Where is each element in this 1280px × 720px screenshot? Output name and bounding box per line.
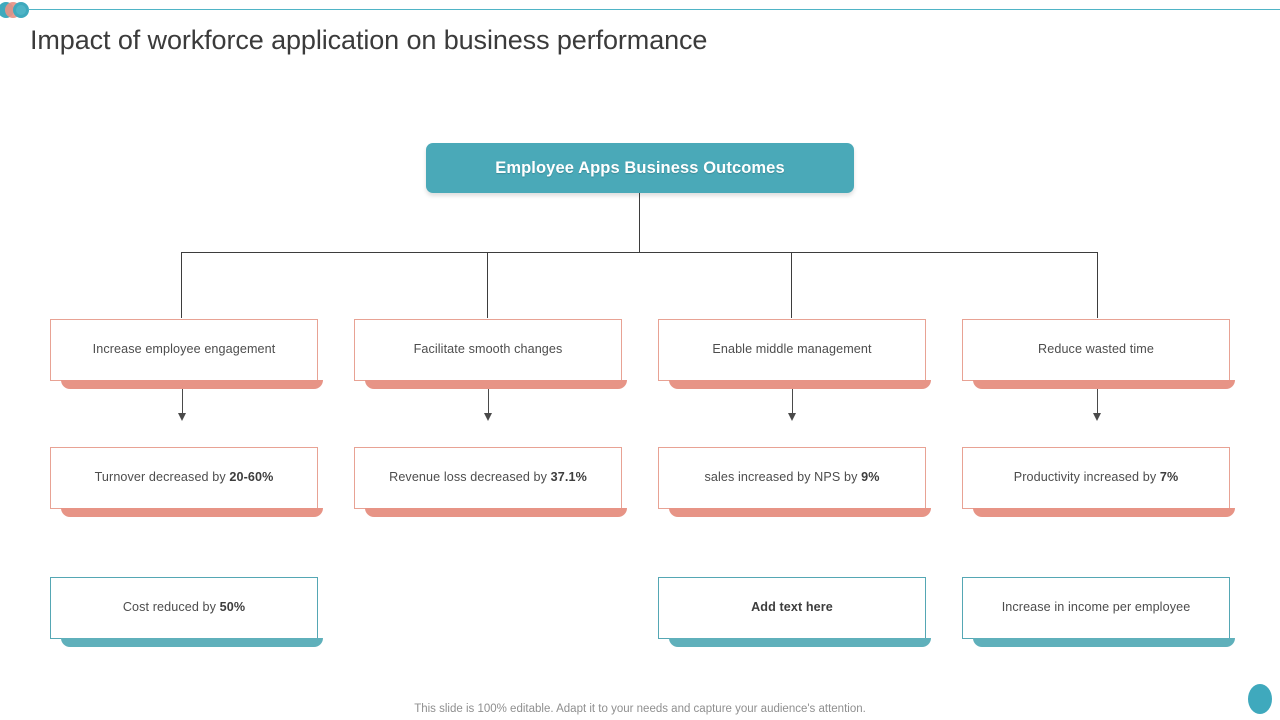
- card-shadow: [669, 638, 931, 647]
- card-shadow: [669, 508, 931, 517]
- driver-card-label: Increase employee engagement: [92, 342, 276, 357]
- driver-card-3[interactable]: Enable middle management: [658, 319, 931, 389]
- connector-drop-2: [487, 252, 488, 318]
- connector-drop-4: [1097, 252, 1098, 318]
- outcome-card-label: sales increased by NPS by 9%: [704, 470, 880, 485]
- outcome-card-3[interactable]: sales increased by NPS by 9%: [658, 447, 931, 517]
- benefit-card-label: Add text here: [751, 600, 833, 615]
- arrow-down-icon: [788, 381, 796, 421]
- driver-card-label: Enable middle management: [712, 342, 872, 357]
- outcome-card-label: Productivity increased by 7%: [1013, 470, 1179, 485]
- connector-drop-3: [791, 252, 792, 318]
- header-divider: [28, 9, 1280, 10]
- outcome-card-4[interactable]: Productivity increased by 7%: [962, 447, 1235, 517]
- card-shadow: [669, 380, 931, 389]
- card-shadow: [973, 508, 1235, 517]
- page-title: Impact of workforce application on busin…: [30, 25, 708, 55]
- connector-drop-1: [181, 252, 182, 318]
- benefit-card-1[interactable]: Cost reduced by 50%: [50, 577, 323, 647]
- driver-card-2[interactable]: Facilitate smooth changes: [354, 319, 627, 389]
- teal-circle-inner-icon: [16, 5, 26, 15]
- driver-card-label: Reduce wasted time: [1038, 342, 1154, 357]
- benefit-card-4[interactable]: Increase in income per employee: [962, 577, 1235, 647]
- card-shadow: [365, 508, 627, 517]
- card-shadow: [365, 380, 627, 389]
- driver-card-label: Facilitate smooth changes: [413, 342, 563, 357]
- footer-note: This slide is 100% editable. Adapt it to…: [414, 703, 866, 715]
- connector-horizontal-bar: [181, 252, 1098, 253]
- benefit-card-label: Increase in income per employee: [1001, 600, 1191, 615]
- driver-card-4[interactable]: Reduce wasted time: [962, 319, 1235, 389]
- arrow-down-icon: [484, 381, 492, 421]
- root-node[interactable]: Employee Apps Business Outcomes: [426, 143, 854, 193]
- card-shadow: [61, 638, 323, 647]
- card-shadow: [61, 508, 323, 517]
- card-shadow: [973, 380, 1235, 389]
- card-shadow: [973, 638, 1235, 647]
- root-node-label: Employee Apps Business Outcomes: [495, 158, 785, 177]
- outcome-card-2[interactable]: Revenue loss decreased by 37.1%: [354, 447, 627, 517]
- connector-root-stem: [639, 193, 640, 252]
- driver-card-1[interactable]: Increase employee engagement: [50, 319, 323, 389]
- outcome-card-label: Revenue loss decreased by 37.1%: [389, 470, 587, 485]
- outcome-card-1[interactable]: Turnover decreased by 20-60%: [50, 447, 323, 517]
- benefit-card-label: Cost reduced by 50%: [122, 600, 246, 615]
- arrow-down-icon: [178, 381, 186, 421]
- teal-circle-icon: [1248, 684, 1272, 714]
- card-shadow: [61, 380, 323, 389]
- benefit-card-3[interactable]: Add text here: [658, 577, 931, 647]
- arrow-down-icon: [1093, 381, 1101, 421]
- outcome-card-label: Turnover decreased by 20-60%: [94, 470, 274, 485]
